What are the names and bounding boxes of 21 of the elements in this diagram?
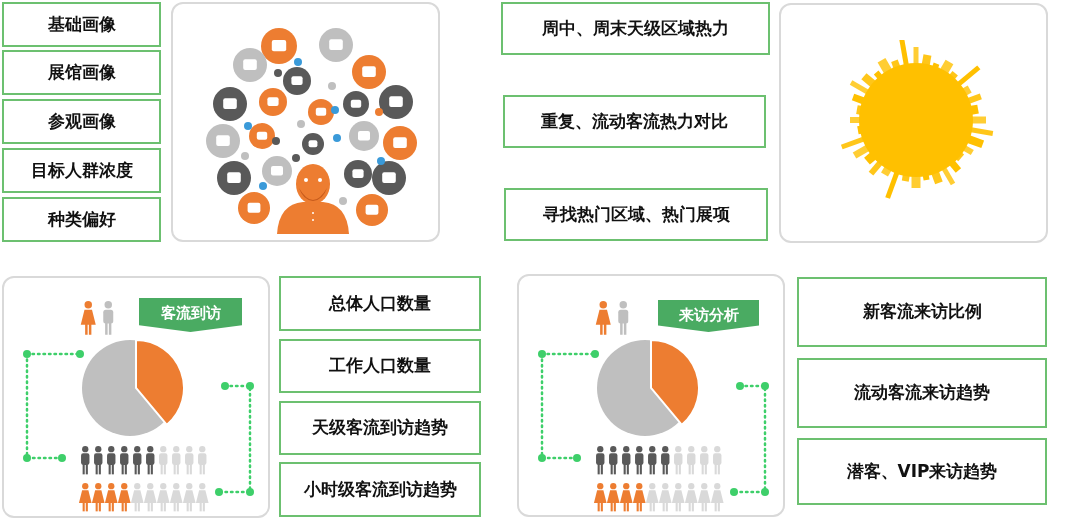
- category-box: 新客流来访比例: [797, 277, 1047, 347]
- category-box: 小时级客流到访趋势: [279, 462, 481, 517]
- category-box: 目标人群浓度: [2, 148, 161, 193]
- infographic-panel: [517, 274, 785, 517]
- category-box: 总体人口数量: [279, 276, 481, 331]
- category-box: 参观画像: [2, 99, 161, 144]
- category-box: 潜客、VIP来访趋势: [797, 438, 1047, 505]
- banner-label: 客流到访: [139, 298, 242, 332]
- category-box: 种类偏好: [2, 197, 161, 242]
- category-box: 基础画像: [2, 2, 161, 47]
- illustration-panel: [779, 3, 1048, 243]
- illustration-panel: [171, 2, 440, 242]
- category-box: 工作人口数量: [279, 339, 481, 393]
- category-box: 天级客流到访趋势: [279, 401, 481, 455]
- banner-label: 来访分析: [658, 300, 759, 332]
- category-box: 重复、流动客流热力对比: [503, 95, 766, 148]
- category-box: 流动客流来访趋势: [797, 358, 1047, 428]
- category-box: 周中、周末天级区域热力: [501, 2, 770, 55]
- infographic-panel: [2, 276, 270, 518]
- category-box: 展馆画像: [2, 50, 161, 95]
- category-box: 寻找热门区域、热门展项: [504, 188, 768, 241]
